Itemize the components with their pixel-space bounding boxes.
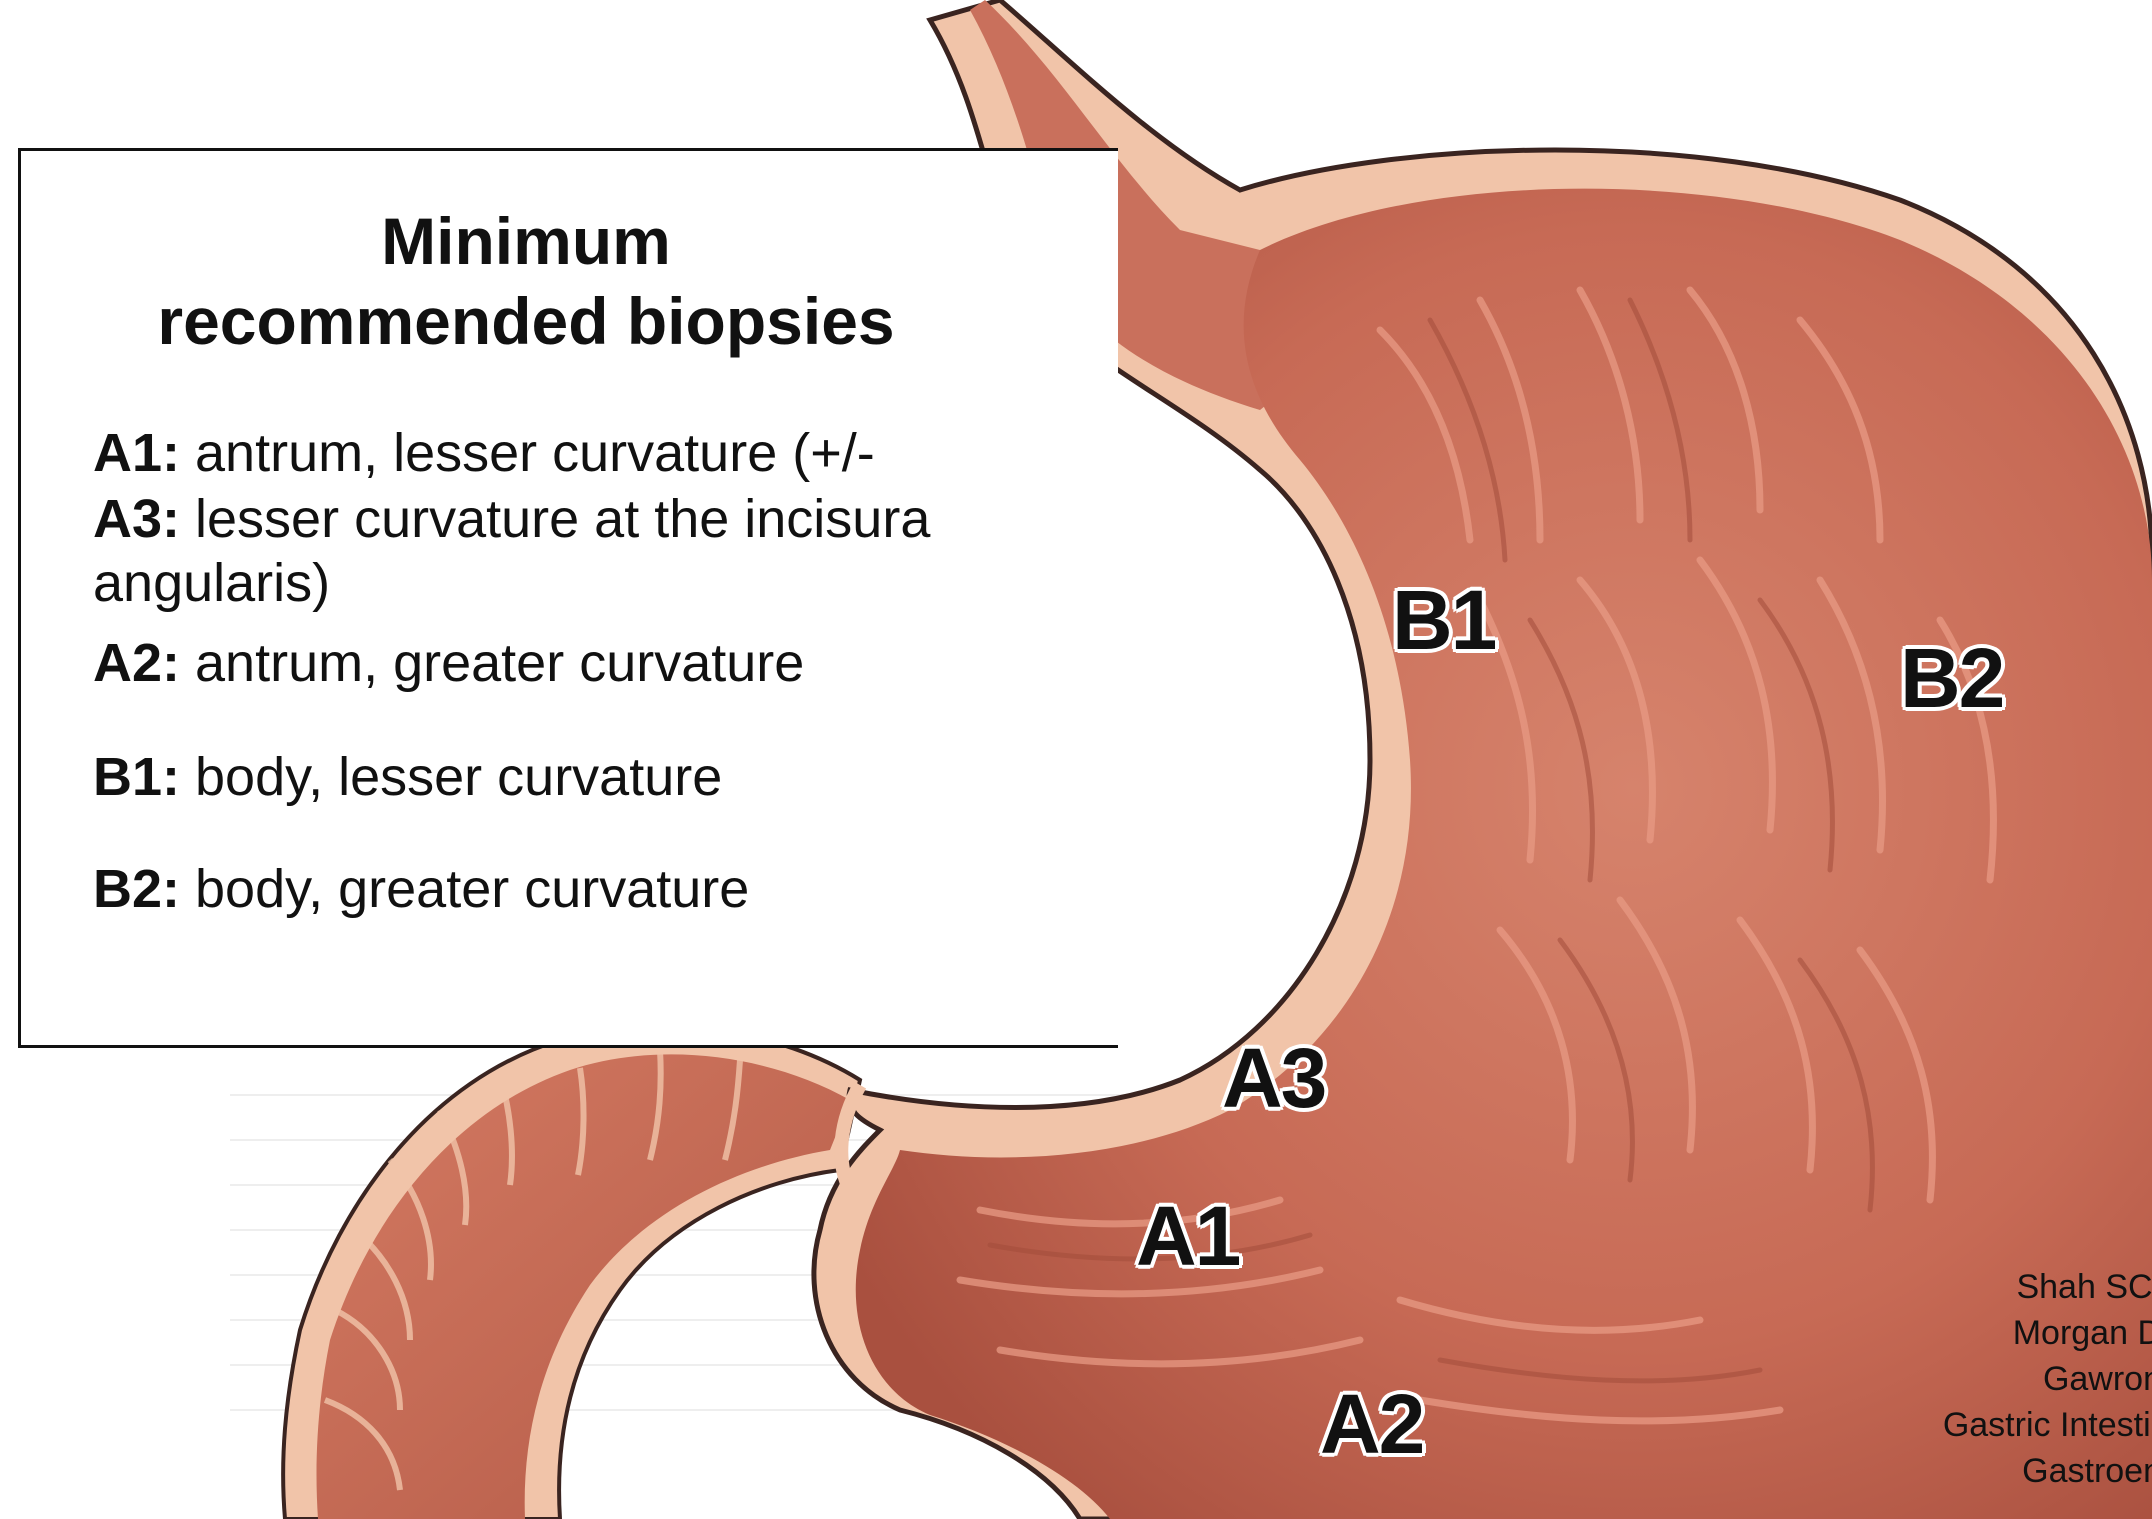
label-a2: A2 [1320,1376,1423,1473]
item-a3-cont: angularis) [93,551,330,615]
citation-line4: Gastric Intestir [1943,1402,2152,1448]
item-text: antrum, greater curvature [180,633,804,693]
item-b2: B2: body, greater curvature [93,857,749,921]
item-text: body, greater curvature [180,859,749,919]
citation-line5: Gastroen [2022,1448,2152,1494]
duodenum [283,1026,860,1519]
citation-line1: Shah SC, [2016,1264,2152,1310]
item-b1: B1: body, lesser curvature [93,745,722,809]
item-key: A1: [93,423,180,483]
item-text: body, lesser curvature [180,747,722,807]
box-title-line2: recommended biopsies [0,281,1121,361]
label-a1: A1 [1136,1188,1239,1285]
item-key: B2: [93,859,180,919]
item-key: A3: [93,489,180,549]
citation-line3: Gawron [2043,1356,2152,1402]
box-title-line1: Minimum [0,201,1121,281]
item-text: antrum, lesser curvature (+/- [180,423,875,483]
box-title: Minimum recommended biopsies [81,201,1121,361]
item-text: lesser curvature at the incisura [180,489,930,549]
item-key: A2: [93,633,180,693]
item-a2: A2: antrum, greater curvature [93,631,804,695]
item-a3: A3: lesser curvature at the incisura [93,487,930,551]
item-key: B1: [93,747,180,807]
citation-line2: Morgan D [2013,1310,2152,1356]
label-b1: B1 [1392,572,1495,669]
label-a3: A3 [1222,1030,1325,1127]
item-text: angularis) [93,553,330,613]
biopsy-info-box: Minimum recommended biopsies A1: antrum,… [18,148,1118,1048]
label-b2: B2 [1900,630,2003,727]
item-a1: A1: antrum, lesser curvature (+/- [93,421,875,485]
